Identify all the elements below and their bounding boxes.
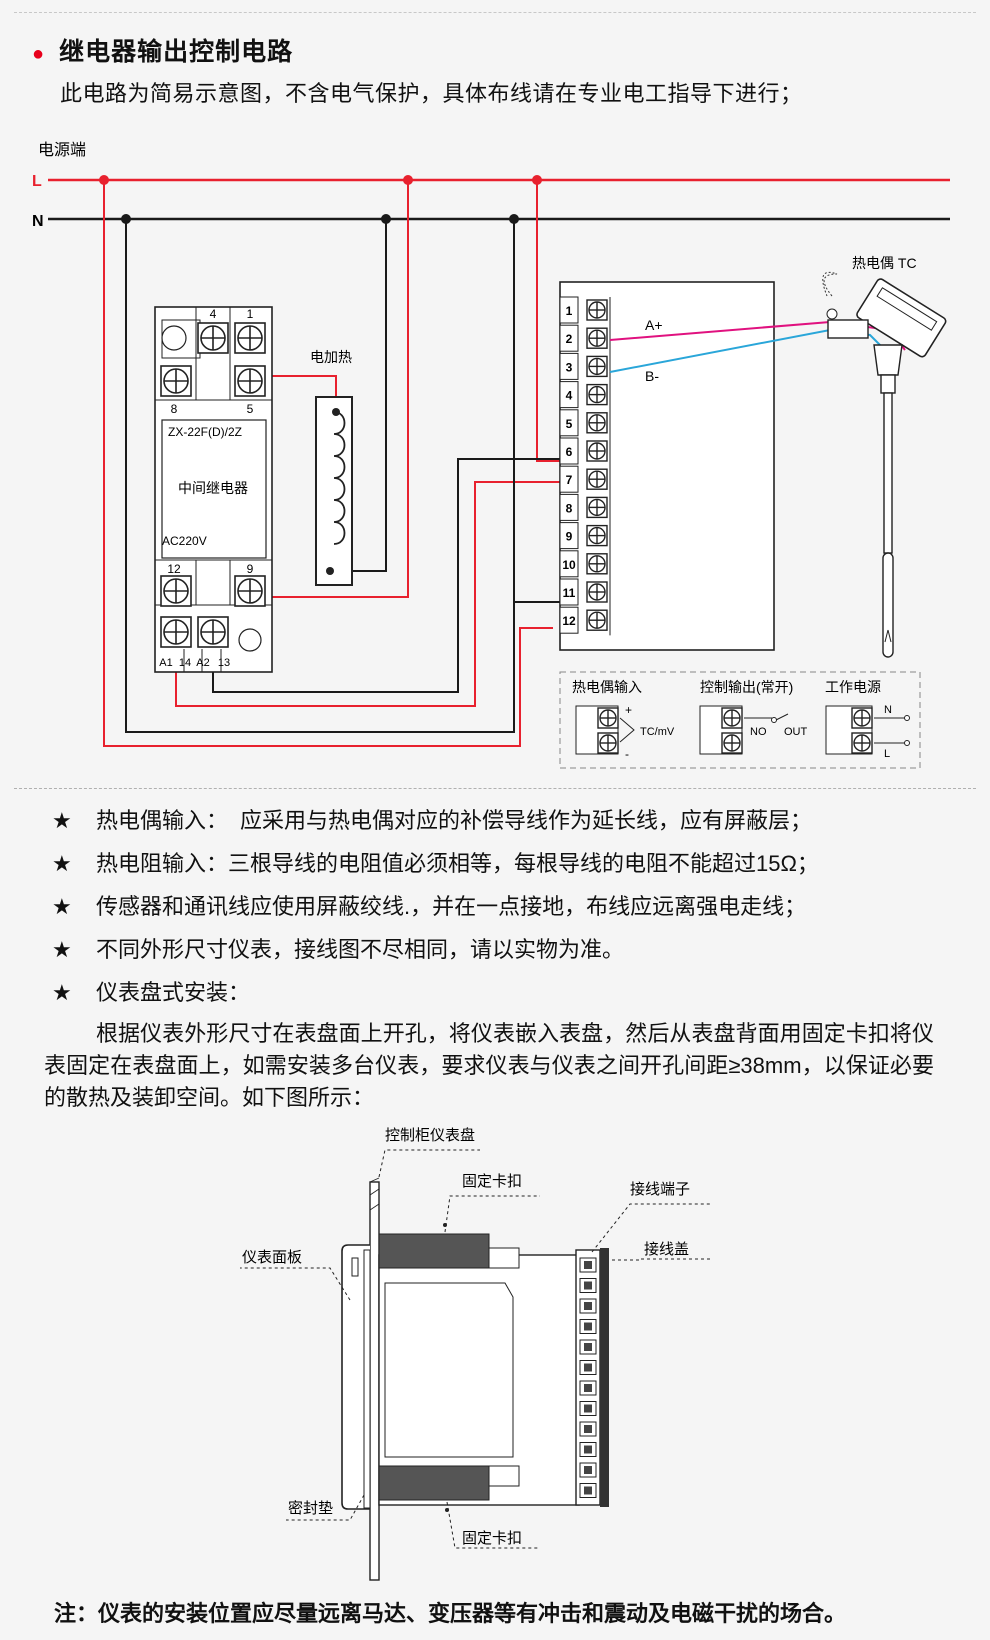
relay-voltage: AC220V — [162, 534, 207, 548]
note-label: 仪表盘式安装： — [96, 980, 251, 1005]
gasket-label: 密封垫 — [288, 1500, 333, 1517]
terminal-screw-icon — [586, 355, 608, 378]
note-text: 应采用与热电偶对应的补偿导线作为延长线，应有屏蔽层； — [240, 808, 813, 833]
terminal-screw-icon — [586, 496, 608, 519]
note-item: ★ 仪表盘式安装： — [52, 978, 932, 1021]
terminal-number: 4 — [566, 389, 573, 403]
legend-input-signal: TC/mV — [640, 726, 675, 738]
star-icon: ★ — [52, 937, 72, 962]
note-item: ★ 不同外形尺寸仪表，接线图不尽相同，请以实物为准。 — [52, 935, 932, 978]
terminal-screw-icon — [586, 299, 608, 321]
terminal-screw-icon — [586, 468, 608, 490]
note-label: 热电偶输入： — [96, 808, 229, 833]
terminal-screw-icon — [586, 553, 608, 575]
installation-diagram: 控制柜仪表盘 固定卡扣 接线端子 接线盖 仪表面板 密封垫 固定卡扣 — [240, 1126, 712, 1581]
legend-output-out: OUT — [784, 726, 808, 738]
terminal-number: 5 — [566, 417, 573, 431]
terminal-screw-icon — [586, 609, 608, 631]
relay-pin-1: 1 — [247, 307, 254, 321]
star-icon: ★ — [52, 894, 72, 919]
wire-a-label: A+ — [645, 317, 663, 333]
legend-power-title: 工作电源 — [825, 679, 881, 695]
legend-input-title: 热电偶输入 — [572, 679, 642, 695]
note-item: ★ 热电偶输入： 应采用与热电偶对应的补偿导线作为延长线，应有屏蔽层； — [52, 806, 932, 849]
relay-pin-5: 5 — [247, 402, 254, 416]
terminal-number: 3 — [566, 360, 573, 374]
legend-output-no: NO — [750, 726, 767, 738]
legend-input-minus: - — [625, 747, 629, 761]
terminal-screw-icon — [586, 412, 608, 434]
install-paragraph: 根据仪表外形尺寸在表盘面上开孔，将仪表嵌入表盘，然后从表盘背面用固定卡扣将仪表固… — [44, 1021, 934, 1110]
note-text: 不同外形尺寸仪表，接线图不尽相同，请以实物为准。 — [96, 937, 625, 962]
terminal-legend: 热电偶输入 控制输出(常开) 工作电源 2 3 + - TC/mV 6 7 NO… — [559, 671, 921, 769]
terminal-screw-icon — [586, 581, 608, 603]
wire-b-label: B- — [645, 368, 659, 384]
terminal-screw-icon — [586, 327, 608, 349]
note-label: 热电阻输入： — [96, 851, 229, 876]
terminal-label: 接线端子 — [630, 1181, 690, 1198]
cover-label: 接线盖 — [644, 1241, 689, 1258]
relay-pin-a2: A2 — [196, 657, 209, 669]
terminal-number: 6 — [566, 445, 573, 459]
line-l-label: L — [32, 173, 42, 190]
terminal-number: 8 — [566, 501, 573, 515]
star-icon: ★ — [52, 851, 72, 876]
face-label: 仪表面板 — [242, 1248, 302, 1266]
star-icon: ★ — [52, 980, 72, 1005]
note-item: ★ 热电阻输入：三根导线的电阻值必须相等，每根导线的电阻不能超过15Ω； — [52, 849, 932, 892]
terminal-number: 10 — [562, 558, 576, 572]
terminal-screw-icon — [586, 383, 608, 406]
note-text: 传感器和通讯线应使用屏蔽绞线.，并在一点接地，布线应远离强电走线； — [96, 894, 807, 919]
legend-output-title: 控制输出(常开) — [700, 679, 793, 695]
heater: 电加热 — [310, 349, 353, 586]
terminal-number: 12 — [562, 614, 576, 628]
terminal-number: 11 — [563, 586, 576, 600]
top-divider — [14, 12, 976, 13]
terminal-screw-icon — [586, 440, 608, 462]
relay-pin-4: 4 — [210, 307, 217, 321]
relay-pin-14: 14 — [179, 657, 191, 669]
intermediate-relay: 4 1 8 5 ZX-22F(D)/2Z 中间继电器 AC220V 12 9 A… — [154, 306, 273, 673]
terminal-screw-icon — [586, 524, 608, 547]
terminal-number: 1 — [566, 304, 573, 318]
star-icon: ★ — [52, 808, 72, 833]
clip-top-label: 固定卡扣 — [462, 1173, 522, 1190]
terminal-number: 2 — [566, 332, 573, 346]
line-n-label: N — [32, 213, 44, 230]
note-item: ★ 传感器和通讯线应使用屏蔽绞线.，并在一点接地，布线应远离强电走线； — [52, 892, 932, 935]
legend-power-l: L — [884, 748, 890, 760]
red-dot-icon: ● — [32, 43, 46, 65]
thermocouple-probe: 热电偶 TC — [822, 255, 947, 658]
thermocouple-label: 热电偶 TC — [852, 255, 917, 271]
relay-name: 中间继电器 — [178, 480, 248, 496]
terminal-number: 7 — [566, 473, 573, 487]
safety-subtitle: 此电路为简易示意图，不含电气保护，具体布线请在专业电工指导下进行； — [60, 81, 803, 106]
middle-divider — [14, 788, 976, 789]
note-text: 三根导线的电阻值必须相等，每根导线的电阻不能超过15Ω； — [228, 851, 819, 876]
footer-note: 注：仪表的安装位置应尽量远离马达、变压器等有冲击和震动及电磁干扰的场合。 — [54, 1601, 847, 1626]
section-title: ● 继电器输出控制电路 — [32, 32, 293, 68]
section-title-text: 继电器输出控制电路 — [59, 38, 294, 66]
relay-pin-12: 12 — [167, 562, 181, 576]
legend-input-plus: + — [625, 703, 632, 717]
panel-label: 控制柜仪表盘 — [385, 1126, 475, 1144]
heater-label: 电加热 — [310, 349, 352, 365]
clip-bottom-label: 固定卡扣 — [462, 1530, 522, 1547]
relay-model: ZX-22F(D)/2Z — [168, 425, 242, 439]
power-source-label: 电源端 — [38, 141, 86, 159]
relay-pin-a1: A1 — [159, 657, 172, 669]
relay-pin-13: 13 — [218, 657, 230, 669]
terminal-number: 9 — [566, 530, 573, 544]
legend-power-n: N — [884, 704, 892, 716]
relay-pin-9: 9 — [247, 562, 254, 576]
relay-pin-8: 8 — [171, 402, 178, 416]
notes-list: ★ 热电偶输入： 应采用与热电偶对应的补偿导线作为延长线，应有屏蔽层； ★ 热电阻输入… — [52, 806, 932, 1021]
